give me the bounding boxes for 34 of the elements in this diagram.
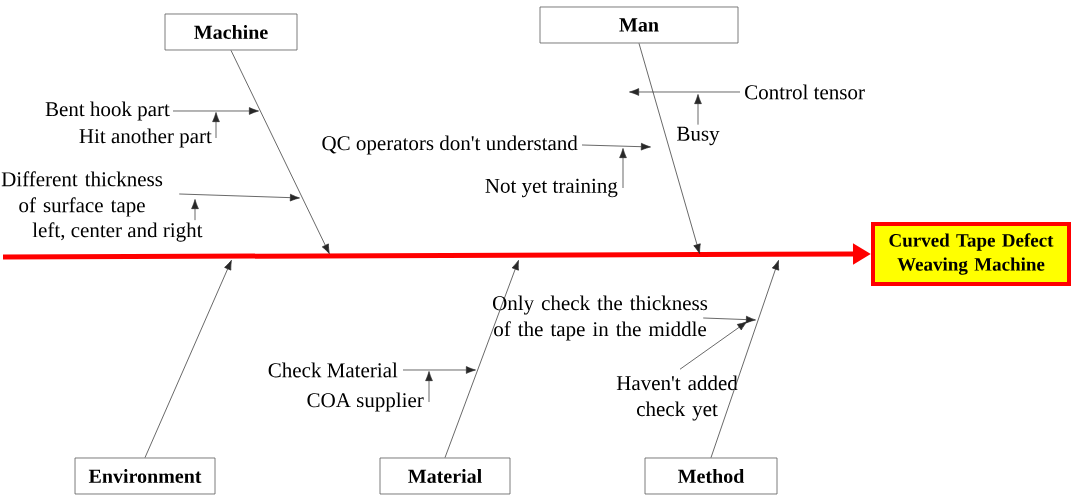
arrow [172, 107, 259, 115]
cause-text: left, center and right [32, 222, 203, 242]
arrow [191, 199, 199, 221]
cause-text: Only check the thickness of the tape in the middle [493, 295, 708, 341]
cause-text: Bent hook part [45, 101, 170, 121]
arrow [444, 260, 519, 458]
cause-text: COA supplier [307, 392, 424, 412]
arrow [230, 50, 330, 254]
cause-text: Not yet training [485, 178, 618, 198]
arrow [629, 88, 741, 96]
arrow [702, 315, 756, 324]
category-box: Man [539, 6, 739, 44]
cause-text: Haven't added check yet [616, 375, 738, 421]
arrow [679, 321, 748, 370]
cause-text: Hit another part [79, 128, 212, 148]
arrow [425, 371, 433, 403]
arrow [710, 260, 780, 458]
arrow [694, 94, 702, 125]
category-box: Machine [164, 13, 298, 51]
category-box: Material [379, 457, 511, 495]
cause-text: Busy [677, 126, 720, 146]
cause-text: Control tensor [745, 84, 865, 100]
arrow [619, 148, 627, 189]
category-box: Method [644, 457, 778, 495]
arrow [212, 112, 220, 139]
category-box: Environment [74, 457, 216, 495]
cause-text: Check Material [268, 362, 398, 378]
arrow [144, 260, 232, 458]
cause-text: QC operators don't understand [322, 135, 578, 155]
arrow [402, 366, 476, 374]
arrow [178, 193, 300, 202]
arrow [638, 43, 701, 254]
arrow [581, 142, 651, 151]
effect-box: Curved Tape Defect Weaving Machine [871, 222, 1071, 286]
